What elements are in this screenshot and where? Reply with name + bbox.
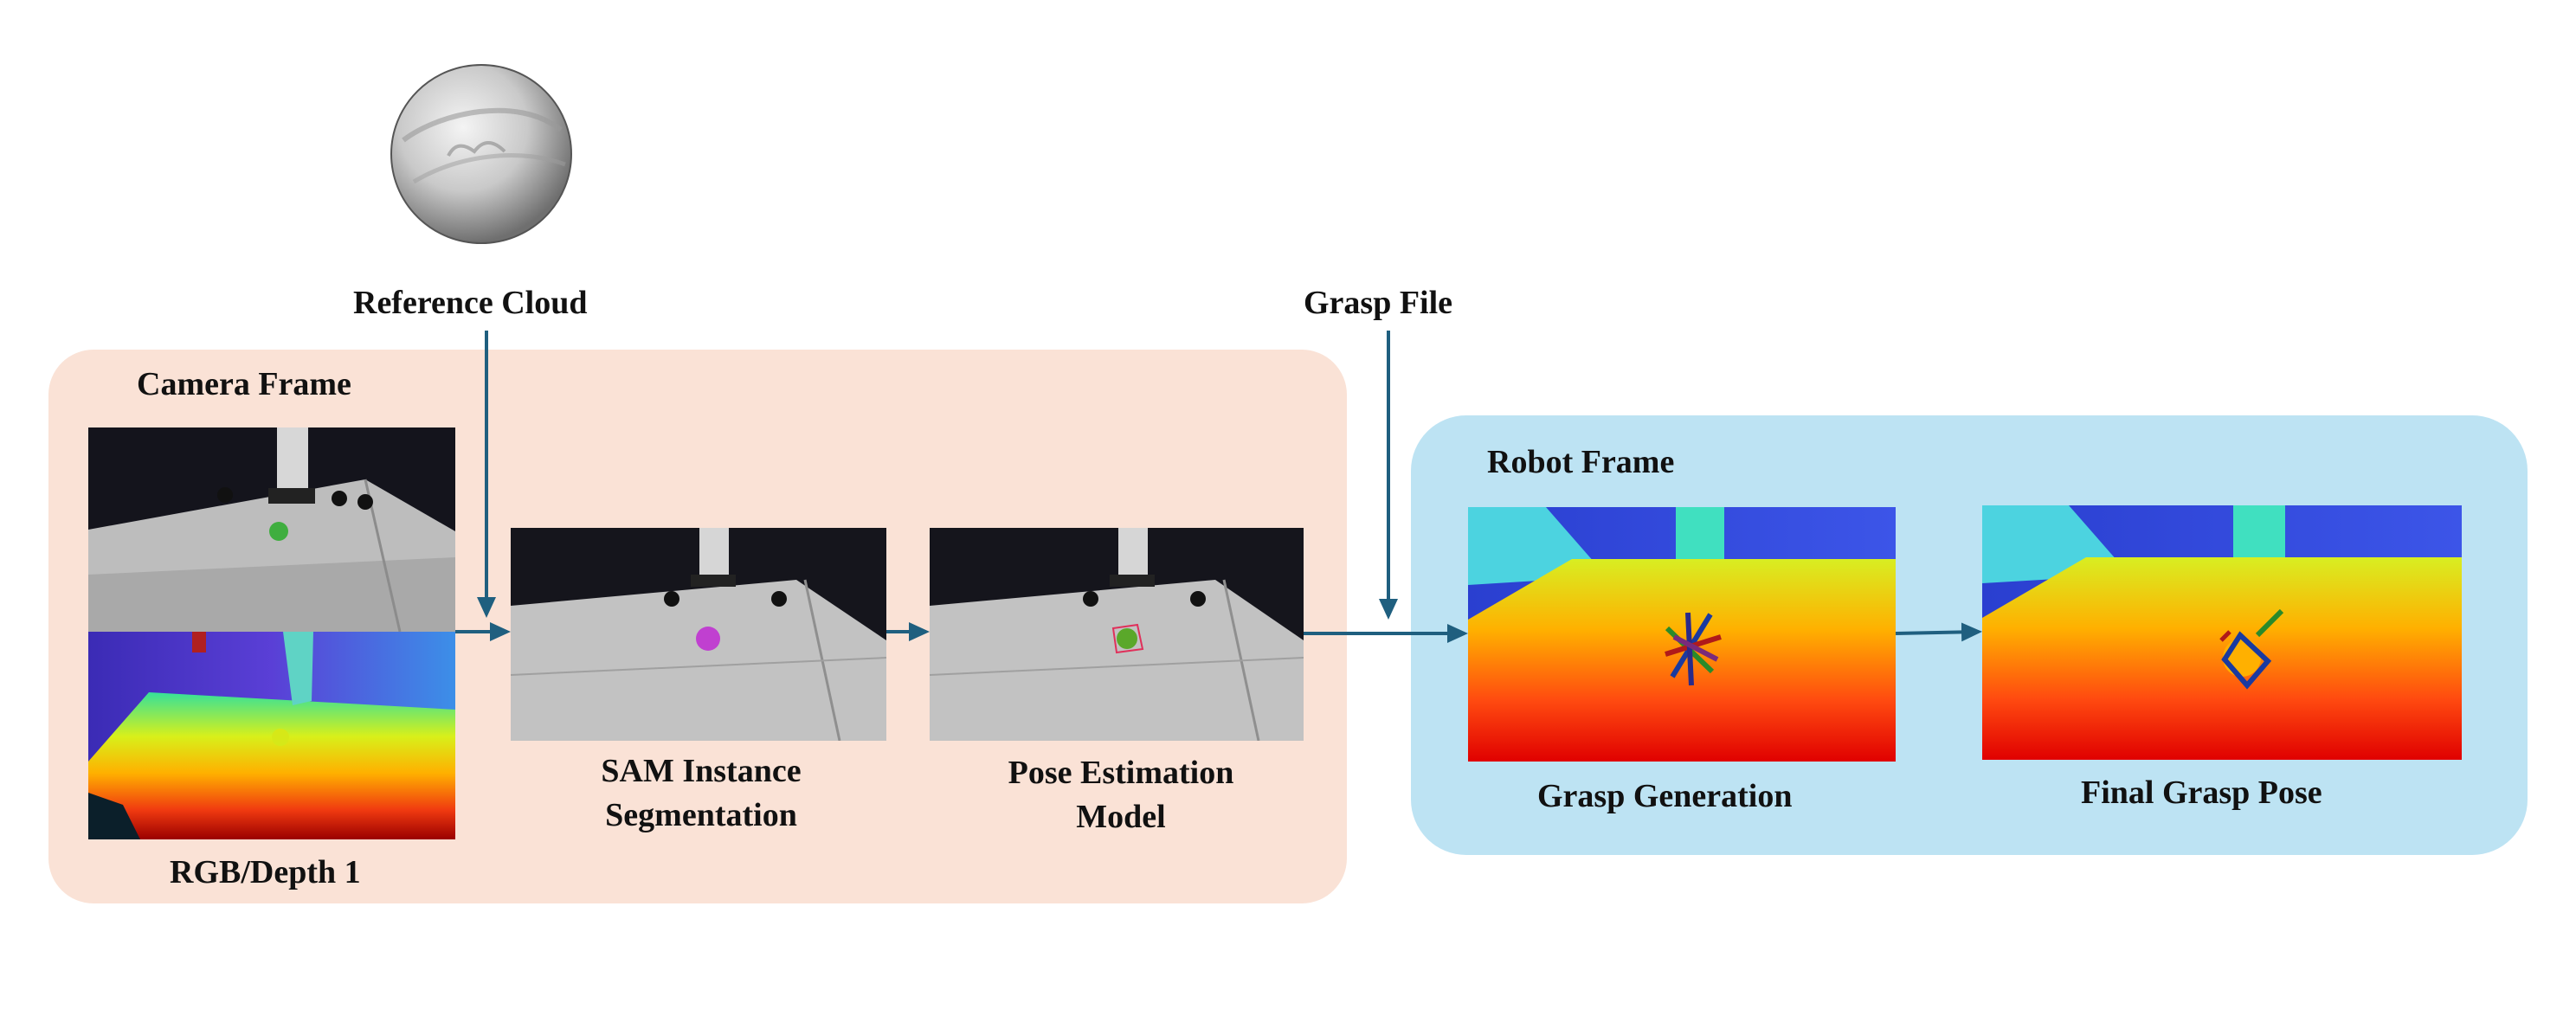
final-grasp-pose-label: Final Grasp Pose xyxy=(2081,775,2322,811)
final-grasp-pose-image xyxy=(1982,505,2462,760)
pose-estimation-image xyxy=(930,528,1304,741)
sam-label: SAM Instance Segmentation xyxy=(567,749,835,839)
grasp-file-label: Grasp File xyxy=(1304,285,1453,321)
sam-label-line2: Segmentation xyxy=(605,797,797,834)
grasp-generation-label: Grasp Generation xyxy=(1537,778,1793,814)
grasp-generation-image xyxy=(1468,507,1896,762)
reference-cloud-image xyxy=(388,61,575,247)
camera-frame-title: Camera Frame xyxy=(137,366,351,402)
pose-label-line2: Model xyxy=(1076,799,1166,836)
rgb-image xyxy=(88,427,455,632)
reference-cloud-label: Reference Cloud xyxy=(353,285,588,321)
sam-segmentation-image xyxy=(511,528,886,741)
depth-image xyxy=(88,632,455,839)
rgb-depth-label: RGB/Depth 1 xyxy=(170,854,361,890)
pose-label-line1: Pose Estimation xyxy=(1008,755,1234,791)
pose-label: Pose Estimation Model xyxy=(978,751,1264,840)
sam-label-line1: SAM Instance xyxy=(601,753,802,789)
robot-frame-title: Robot Frame xyxy=(1487,444,1675,480)
